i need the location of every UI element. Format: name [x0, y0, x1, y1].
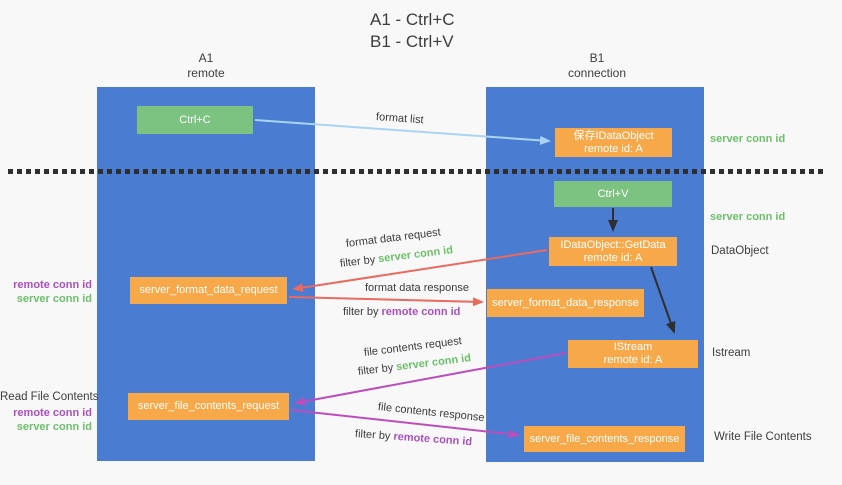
edge-label-format-list: format list	[375, 111, 424, 127]
edge-label-filter-remote-conn-1: filter by remote conn id	[343, 306, 460, 318]
left-conn-id-labels-top: remote conn id server conn id	[0, 278, 92, 306]
node-istream: IStream remote id: A	[568, 340, 698, 368]
left-conn-id-labels-bottom: remote conn id server conn id	[0, 406, 92, 434]
server-conn-id-label: server conn id	[16, 421, 92, 433]
lifeline-a1-subtitle: remote	[187, 66, 225, 80]
node-ctrl-v: Ctrl+V	[554, 181, 672, 207]
remote-conn-id-text: remote conn id	[393, 430, 473, 449]
side-label-dataobject: DataObject	[711, 245, 769, 257]
filter-by-text: filter by	[354, 428, 391, 443]
node-server-format-data-request: server_format_data_request	[130, 277, 287, 304]
node-getdata-line1: IDataObject::GetData	[560, 238, 666, 251]
side-label-server-conn-id-top: server conn id	[710, 133, 786, 145]
node-ctrl-v-label: Ctrl+V	[597, 187, 629, 200]
node-ctrl-c: Ctrl+C	[137, 106, 253, 134]
node-istream-line2: remote id: A	[603, 354, 663, 366]
edge-label-file-contents-response: file contents response	[377, 401, 486, 425]
node-getdata-line2: remote id: A	[583, 251, 643, 264]
node-server-file-contents-response: server_file_contents_response	[524, 426, 685, 452]
format-data-response-arrow	[288, 296, 484, 307]
side-label-server-conn-id-mid: server conn id	[710, 211, 786, 223]
lifeline-b1-title: B1	[589, 51, 605, 65]
title-line-1: A1 - Ctrl+C	[370, 10, 455, 29]
filter-by-text: filter by	[339, 253, 376, 270]
server-conn-id-text: server conn id	[395, 352, 472, 374]
node-save-dataobject: 保存IDataObject remote id: A	[555, 128, 672, 157]
node-save-dataobject-line2: remote id: A	[584, 142, 643, 155]
remote-conn-id-label: remote conn id	[13, 407, 92, 419]
node-server-format-data-request-label: server_format_data_request	[139, 284, 278, 296]
node-server-file-contents-request-label: server_file_contents_request	[137, 400, 280, 412]
node-server-file-contents-request: server_file_contents_request	[128, 393, 289, 420]
node-getdata: IDataObject::GetData remote id: A	[549, 237, 677, 266]
edge-label-filter-remote-conn-2: filter by remote conn id	[355, 428, 473, 448]
dotted-separator-line	[8, 169, 823, 174]
lifeline-header-a1: A1 remote	[156, 51, 256, 81]
edge-label-format-data-response: format data response	[365, 282, 469, 294]
filter-by-text: filter by	[343, 306, 379, 318]
side-label-istream: Istream	[712, 347, 751, 359]
remote-conn-id-text: remote conn id	[381, 306, 461, 318]
node-server-file-contents-response-label: server_file_contents_response	[529, 432, 680, 445]
filter-by-text: filter by	[357, 361, 394, 378]
side-label-write-file-contents: Write File Contents	[714, 431, 812, 443]
remote-conn-id-label: remote conn id	[13, 279, 92, 291]
node-server-format-data-response: server_format_data_response	[487, 289, 644, 317]
lifeline-header-b1: B1 connection	[547, 51, 647, 81]
node-server-format-data-response-label: server_format_data_response	[492, 296, 639, 309]
diagram-title: A1 - Ctrl+C B1 - Ctrl+V	[370, 9, 455, 53]
node-istream-line1: IStream	[613, 341, 653, 353]
side-label-read-file-contents: Read File Contents	[0, 391, 99, 403]
title-line-2: B1 - Ctrl+V	[370, 32, 454, 51]
server-conn-id-text: server conn id	[377, 244, 454, 266]
node-ctrl-c-label: Ctrl+C	[179, 113, 211, 126]
lifeline-a1-title: A1	[198, 51, 214, 65]
server-conn-id-label: server conn id	[16, 293, 92, 305]
lifeline-b1-subtitle: connection	[567, 66, 627, 80]
node-save-dataobject-line1: 保存IDataObject	[573, 129, 654, 142]
